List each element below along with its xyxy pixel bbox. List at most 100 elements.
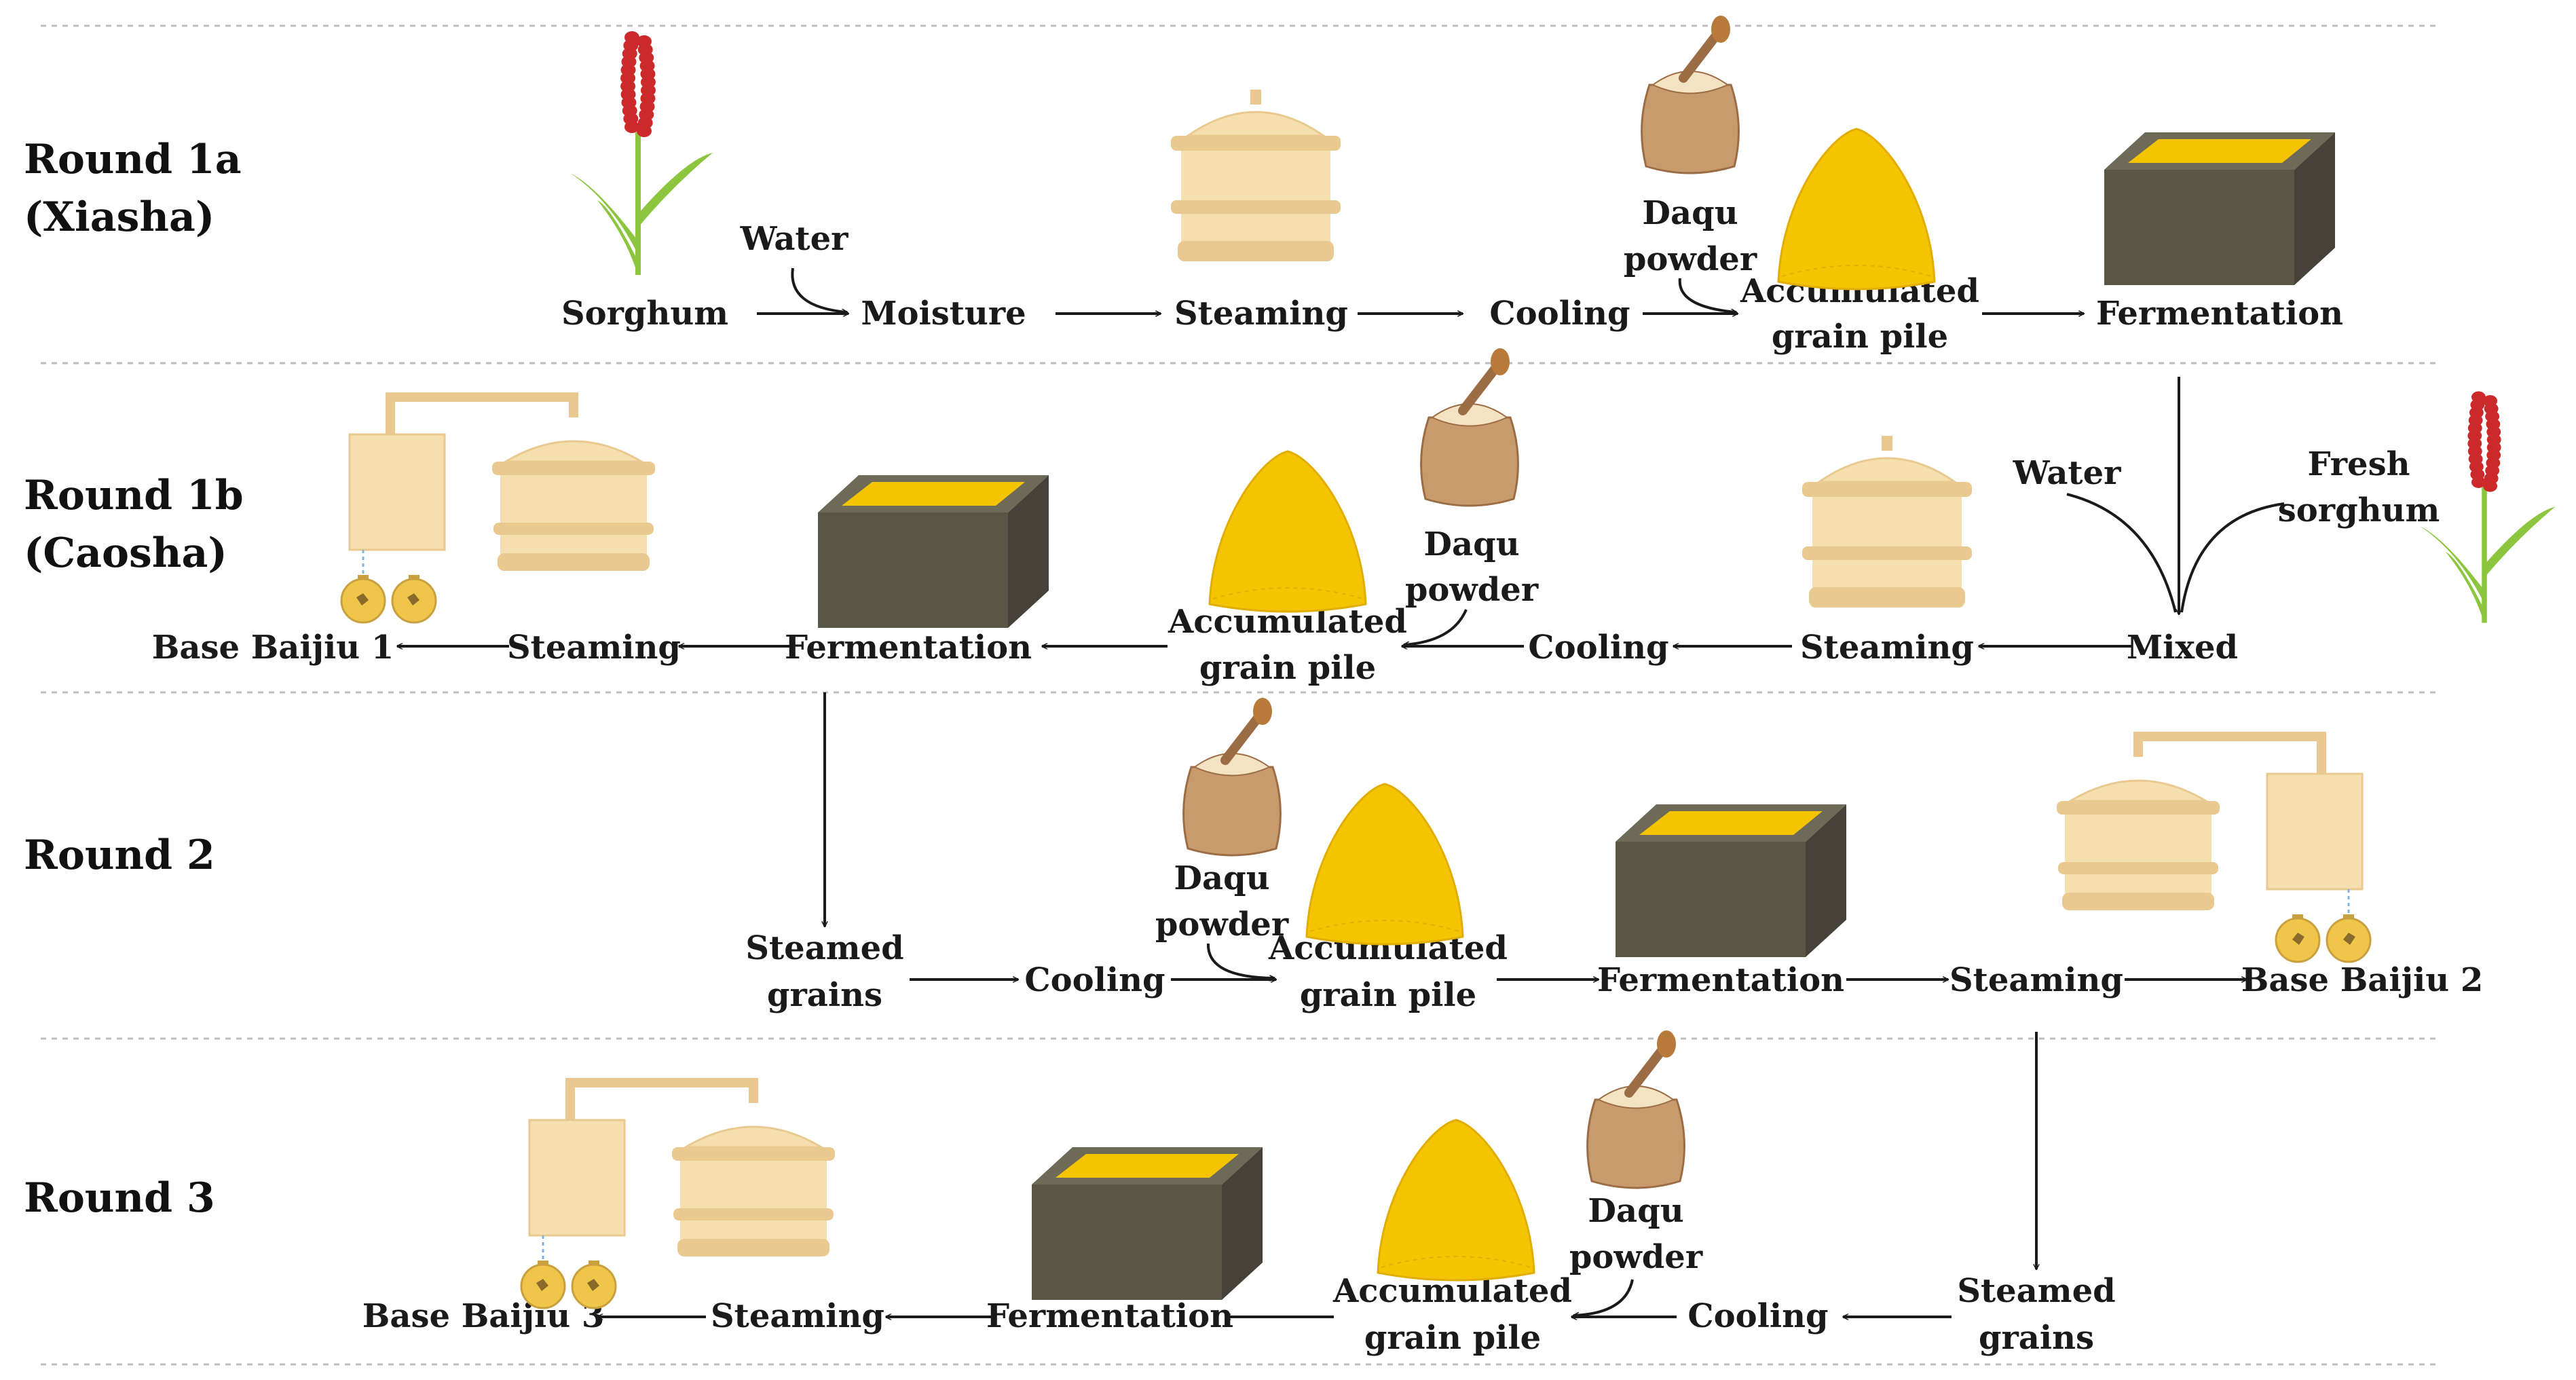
- box-front: [1616, 842, 1806, 957]
- body-band: [1171, 200, 1341, 214]
- scoop-head: [1657, 1030, 1676, 1058]
- still-inner: [2057, 732, 2372, 963]
- grain-pile-icon: [1305, 783, 1464, 946]
- r2-base-baijiu-label: Base Baijiu 2: [2241, 961, 2483, 999]
- process-icons: [340, 16, 2556, 1309]
- leaf-right: [638, 153, 713, 227]
- r1a-pile-label-2: grain pile: [1772, 318, 1948, 356]
- scoop-handle: [1220, 711, 1264, 765]
- r3-base-baijiu-label: Base Baijiu 3: [362, 1297, 604, 1335]
- box-side: [1806, 804, 1846, 957]
- sorghum-icon: [570, 31, 713, 275]
- arrow-fresh-sorghum-mixed: [2180, 502, 2285, 613]
- sack-body: [1182, 766, 1282, 857]
- r1b-daqu-label-2: powder: [1405, 571, 1539, 609]
- body-band: [1802, 546, 1972, 560]
- grain-bead: [624, 121, 639, 133]
- grain-pile-rim: [1309, 920, 1460, 932]
- scoop-head: [1711, 16, 1730, 43]
- grain-pile-shape: [1305, 783, 1464, 946]
- r1b-base-baijiu-label: Base Baijiu 1: [152, 629, 394, 667]
- flow-arrows: [397, 267, 2285, 1317]
- baijiu-jar-icon: [2275, 914, 2321, 963]
- box-side: [2294, 132, 2335, 285]
- r1b-cooling-label: Cooling: [1528, 629, 1668, 667]
- still-pipe: [2133, 732, 2326, 774]
- box-grain-surface: [1639, 811, 1823, 835]
- box-front: [1032, 1185, 1222, 1300]
- r1a-water-label: Water: [740, 220, 849, 258]
- round-3-title: Round 3: [24, 1174, 215, 1222]
- r1a-fermentation-label: Fermentation: [2096, 295, 2343, 333]
- daqu-sack-icon: [1182, 698, 1282, 857]
- fermentation-box-icon: [1032, 1147, 1263, 1300]
- lid-knob: [1250, 90, 1261, 105]
- round-1b-title: Round 1b: [24, 472, 244, 519]
- steamer-icon: [1802, 436, 1972, 608]
- r3-pile-label-2: grain pile: [1364, 1319, 1541, 1357]
- r3-steamed-label-1: Steamed: [1957, 1272, 2115, 1310]
- fermentation-box-icon: [1616, 804, 1846, 957]
- still-band: [2058, 862, 2218, 874]
- condenser: [2266, 772, 2364, 891]
- r2-daqu-label-2: powder: [1155, 906, 1289, 944]
- baijiu-jar-icon: [340, 575, 386, 624]
- jar-mark: [2343, 933, 2355, 945]
- sack-powder: [1651, 71, 1729, 94]
- still-lid-rim: [672, 1147, 835, 1161]
- grain-pile-shape: [1208, 450, 1367, 613]
- still-body: [500, 475, 647, 560]
- box-side: [1222, 1147, 1263, 1300]
- still-lid: [2066, 779, 2210, 802]
- round-1b-subtitle: (Caosha): [24, 529, 227, 577]
- scoop-handle: [1679, 29, 1722, 83]
- r1a-moisture-label: Moisture: [861, 295, 1026, 333]
- still-inner: [520, 1078, 835, 1309]
- still-base: [2062, 893, 2214, 910]
- grain-pile-icon: [1777, 128, 1936, 291]
- sack-body: [1641, 83, 1740, 174]
- box-grain-surface: [2128, 139, 2311, 163]
- daqu-sack-icon: [1586, 1030, 1685, 1189]
- box-front: [818, 512, 1008, 628]
- lid: [1816, 457, 1958, 483]
- scoop-handle: [1624, 1044, 1668, 1098]
- row-separators: [41, 24, 2437, 1366]
- base: [1178, 241, 1334, 261]
- condenser: [348, 433, 446, 551]
- r2-daqu-label-1: Daqu: [1174, 859, 1269, 897]
- r3-fermentation-label: Fermentation: [986, 1297, 1233, 1335]
- fermentation-box-icon: [818, 475, 1049, 628]
- r1a-sorghum-label: Sorghum: [561, 295, 728, 333]
- r3-steamed-label-2: grains: [1979, 1319, 2094, 1357]
- fermentation-box-icon: [2104, 132, 2335, 285]
- grain-pile-rim: [1212, 587, 1363, 599]
- r3-daqu-label-2: powder: [1569, 1238, 1703, 1276]
- grain-bead: [637, 125, 652, 137]
- r2-steaming-label: Steaming: [1949, 961, 2123, 999]
- jar-mark: [587, 1279, 599, 1291]
- scoop-head: [1491, 348, 1510, 375]
- r1a-daqu-label-2: powder: [1624, 240, 1757, 278]
- r1b-water-label: Water: [2013, 454, 2122, 492]
- baijiu-jar-icon: [2326, 914, 2372, 963]
- baijiu-jar-icon: [571, 1261, 617, 1309]
- still-base: [677, 1239, 829, 1256]
- sack-powder: [1193, 753, 1271, 777]
- sack-powder: [1597, 1085, 1675, 1109]
- still-band: [493, 523, 654, 535]
- lid-knob: [1882, 436, 1892, 451]
- r2-fermentation-label: Fermentation: [1597, 961, 1844, 999]
- r3-daqu-label-1: Daqu: [1588, 1192, 1683, 1230]
- daqu-sack-icon: [1420, 348, 1519, 507]
- box-grain-surface: [1056, 1154, 1239, 1178]
- arrow-water-in: [791, 267, 847, 312]
- grain-bead: [2471, 476, 2486, 488]
- steamer-icon: [1171, 90, 1341, 261]
- arrow-daqu-in: [1678, 278, 1736, 312]
- grain-pile-icon: [1208, 450, 1367, 613]
- grain-pile-shape: [1777, 128, 1936, 291]
- r1a-cooling-label: Cooling: [1489, 295, 1630, 333]
- arrow-daqu-in-r3: [1573, 1279, 1634, 1316]
- still-lid: [502, 440, 646, 463]
